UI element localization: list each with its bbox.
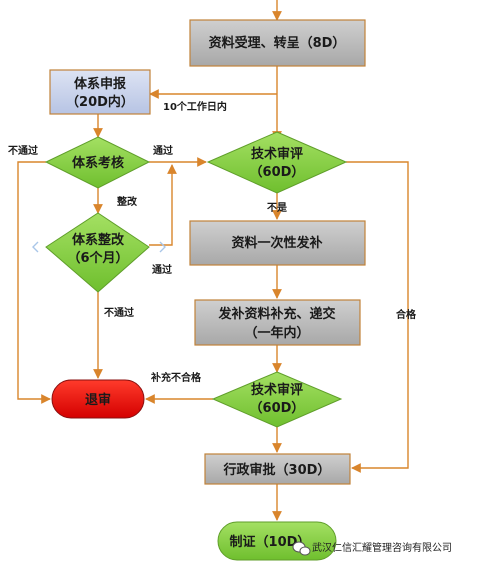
node-accept-label: 资料受理、转呈（8D） bbox=[209, 35, 346, 51]
node-resubmit: 发补资料补充、递交 （一年内） bbox=[194, 299, 361, 346]
wechat-icon bbox=[292, 541, 311, 556]
node-supplement-once: 资料一次性发补 bbox=[189, 220, 366, 266]
node-certify-label: 制证（10D） bbox=[230, 534, 311, 550]
edge-label-fail1: 不通过 bbox=[8, 144, 38, 157]
node-approve: 行政审批（30D） bbox=[204, 453, 351, 485]
node-reject-label: 退审 bbox=[85, 392, 111, 408]
edge-label-pass2: 通过 bbox=[152, 263, 172, 276]
left-chevron-icon bbox=[32, 241, 39, 253]
edge-label-qualified: 合格 bbox=[395, 308, 417, 321]
node-apply-sub: （20D内） bbox=[66, 94, 134, 110]
node-tech2-sub: （60D） bbox=[250, 400, 305, 416]
node-supplement-once-label: 资料一次性发补 bbox=[231, 235, 322, 251]
node-resubmit-sub: （一年内） bbox=[244, 325, 309, 341]
edge-tech1-qualified bbox=[346, 161, 409, 473]
node-approve-label: 行政审批（30D） bbox=[223, 462, 331, 478]
edge-label-fail2: 不通过 bbox=[104, 306, 134, 319]
node-certify: 制证（10D） bbox=[217, 521, 337, 561]
node-resubmit-label: 发补资料补充、递交 bbox=[217, 306, 335, 322]
node-apply-label: 体系申报 bbox=[74, 76, 127, 92]
edge-review-fail bbox=[17, 161, 51, 404]
edge-rectify-pass bbox=[149, 164, 177, 246]
node-tech2-label: 技术审评 bbox=[251, 382, 303, 398]
edge-label-not-ok: 不是 bbox=[267, 202, 287, 214]
node-reject: 退审 bbox=[51, 379, 145, 419]
node-rectify: 体系整改 （6个月） bbox=[45, 212, 150, 293]
right-chevron-icon bbox=[159, 241, 166, 253]
edge-label-supp-fail: 补充不合格 bbox=[150, 371, 202, 384]
edge-label-pass1: 通过 bbox=[153, 144, 173, 157]
node-apply: 体系申报 （20D内） bbox=[49, 69, 151, 115]
watermark-text: 武汉仁信汇耀管理咨询有限公司 bbox=[312, 541, 452, 554]
node-tech1-sub: （60D） bbox=[250, 164, 305, 180]
edge-label-rectify: 整改 bbox=[116, 195, 138, 208]
node-accept: 资料受理、转呈（8D） bbox=[189, 19, 366, 67]
node-tech1-label: 技术审评 bbox=[251, 146, 303, 162]
node-review-label: 体系考核 bbox=[72, 155, 124, 171]
edge-label-ten-days: 10个工作日内 bbox=[163, 100, 227, 113]
node-tech1: 技术审评 （60D） bbox=[206, 131, 348, 194]
node-review: 体系考核 bbox=[44, 136, 151, 189]
node-rectify-sub: （6个月） bbox=[67, 250, 128, 266]
node-rectify-label: 体系整改 bbox=[72, 232, 125, 248]
watermark: 武汉仁信汇耀管理咨询有限公司 bbox=[292, 541, 452, 556]
node-tech2: 技术审评 （60D） bbox=[211, 371, 343, 428]
